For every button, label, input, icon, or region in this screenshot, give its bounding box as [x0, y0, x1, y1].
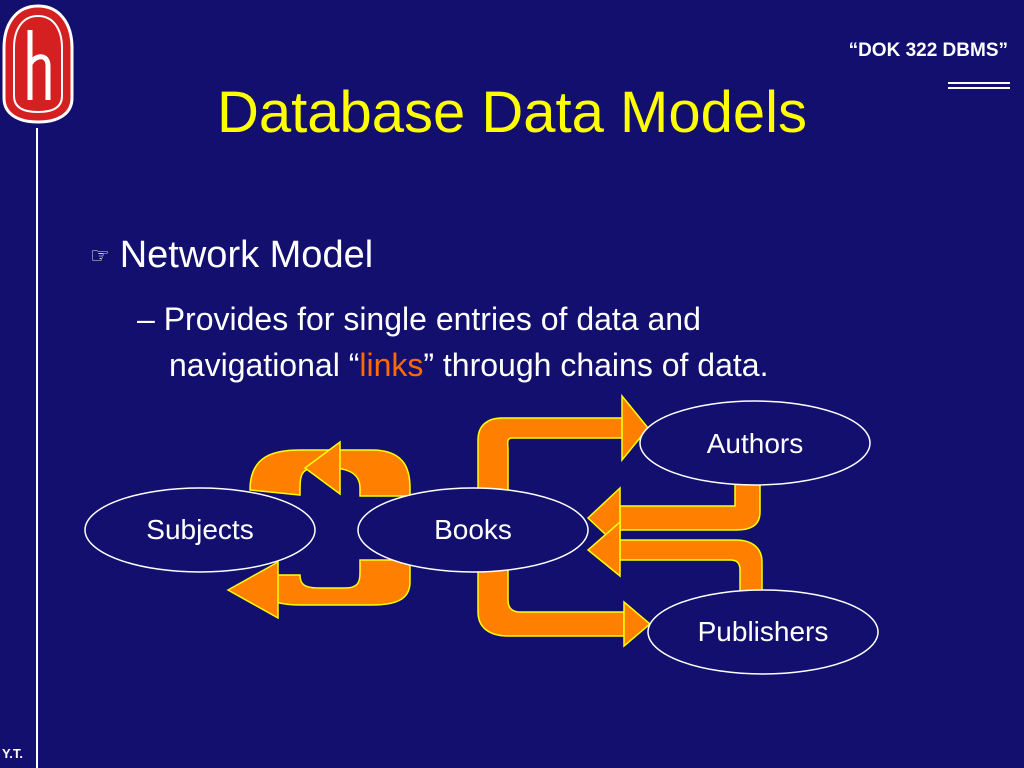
authors-label: Authors	[706, 428, 804, 459]
university-logo	[2, 4, 74, 124]
sub-bullet-line-2: navigational “links” through chains of d…	[137, 342, 957, 388]
slide-title: Database Data Models	[217, 80, 807, 145]
publishers-books-arrowhead	[586, 520, 621, 578]
books-authors-arrowhead	[621, 393, 649, 463]
header-double-rule	[948, 82, 1010, 92]
authors-node	[639, 400, 871, 486]
sub-bullet: – Provides for single entries of data an…	[137, 296, 957, 388]
publishers-node	[647, 589, 879, 675]
bullet-network-model: ☞ Network Model	[90, 234, 373, 277]
links-highlight: links	[359, 347, 424, 383]
books-node	[357, 487, 589, 573]
left-divider-line	[36, 128, 38, 768]
subjects-label: Subjects	[146, 514, 254, 545]
publishers-label: Publishers	[697, 616, 829, 647]
sub-bullet-line-1: – Provides for single entries of data an…	[137, 301, 701, 337]
loop-arrow-head-bottom	[226, 560, 279, 620]
author-initials: Y.T.	[2, 746, 23, 761]
sub-line2-pre: navigational “	[169, 347, 360, 383]
books-label: Books	[434, 514, 512, 545]
books-publishers-arrow	[477, 567, 625, 637]
subjects-node	[84, 487, 316, 573]
course-label: “DOK 322 DBMS”	[848, 40, 1008, 61]
books-authors-arrow	[477, 417, 623, 493]
bullet-text: Network Model	[119, 234, 374, 276]
pointing-hand-icon: ☞	[90, 242, 110, 268]
sub-line2-post: ” through chains of data.	[423, 347, 769, 383]
loop-arrow-head-top	[303, 440, 341, 496]
publishers-books-arrow	[619, 539, 763, 593]
books-publishers-arrowhead	[623, 600, 652, 648]
authors-books-arrow	[619, 483, 761, 531]
